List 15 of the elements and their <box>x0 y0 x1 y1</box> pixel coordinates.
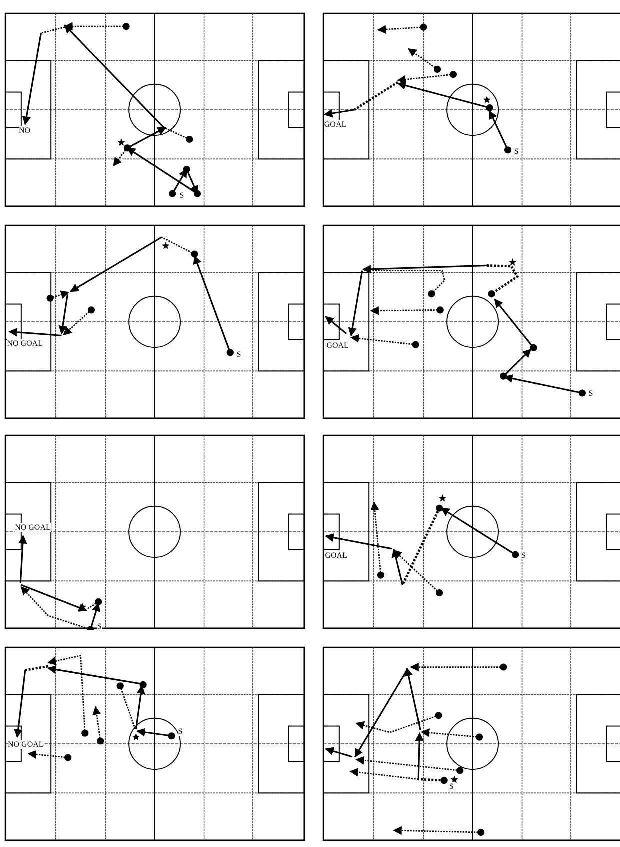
outcome-label: GOAL <box>324 120 347 129</box>
outcome-label: NO GOAL <box>7 338 43 348</box>
start-label: S <box>522 551 526 560</box>
outcome-label: NO GOAL <box>15 522 51 532</box>
start-label: S <box>97 622 102 632</box>
start-label: S <box>514 146 519 156</box>
start-label: S <box>236 350 242 359</box>
start-label: S <box>449 782 454 792</box>
start-label: S <box>588 389 594 398</box>
start-label: S <box>178 727 183 736</box>
outcome-label: GOAL <box>326 341 349 350</box>
start-label: S <box>180 190 184 200</box>
outcome-label: GOAL <box>325 550 348 560</box>
outcome-label: NO <box>19 126 31 136</box>
outcome-label: NO GOAL <box>8 740 44 749</box>
